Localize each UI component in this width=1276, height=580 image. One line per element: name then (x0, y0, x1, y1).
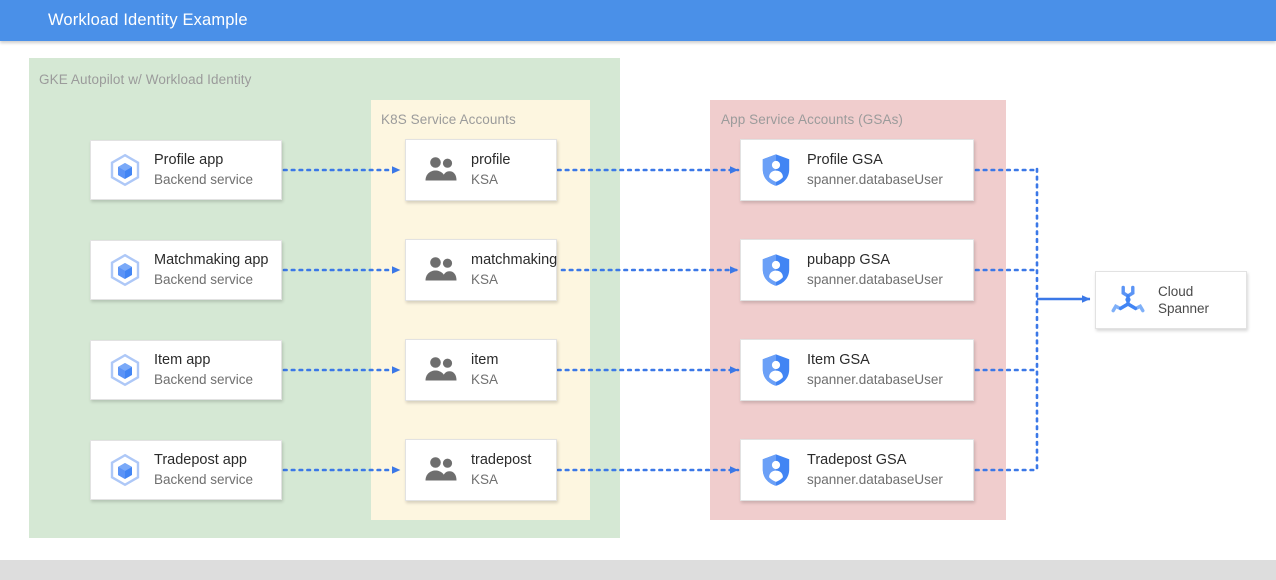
card-subtitle: spanner.databaseUser (807, 372, 943, 387)
card-subtitle: Spanner (1158, 301, 1210, 316)
card-ksa-item[interactable]: item KSA (405, 339, 557, 401)
card-gsa-pubapp[interactable]: pubapp GSA spanner.databaseUser (740, 239, 974, 301)
card-ksa-tradepost-text: tradepost KSA (462, 451, 556, 489)
card-ksa-profile[interactable]: profile KSA (405, 139, 557, 201)
card-subtitle: Backend service (154, 372, 254, 387)
card-title: profile (471, 152, 511, 168)
card-gsa-profile-text: Profile GSA spanner.databaseUser (797, 151, 973, 189)
card-gsa-profile[interactable]: Profile GSA spanner.databaseUser (740, 139, 974, 201)
card-gsa-item[interactable]: Item GSA spanner.databaseUser (740, 339, 974, 401)
people-icon (420, 349, 462, 391)
page-title: Workload Identity Example (48, 11, 248, 29)
group-k8s-service-accounts-label: K8S Service Accounts (381, 112, 516, 127)
cloud-spanner-icon (1106, 278, 1150, 322)
card-title: Item app (154, 352, 211, 368)
card-gsa-pubapp-text: pubapp GSA spanner.databaseUser (797, 251, 973, 289)
card-title: Item GSA (807, 352, 870, 368)
card-ksa-item-text: item KSA (462, 351, 556, 389)
iam-shield-icon (755, 149, 797, 191)
card-app-tradepost[interactable]: Tradepost app Backend service (90, 440, 282, 500)
footer-band (0, 560, 1276, 580)
group-app-service-accounts-label: App Service Accounts (GSAs) (721, 112, 904, 127)
card-ksa-profile-text: profile KSA (462, 151, 556, 189)
card-title: pubapp GSA (807, 252, 891, 268)
card-subtitle: KSA (471, 372, 499, 387)
card-cloud-spanner[interactable]: Cloud Spanner (1095, 271, 1247, 329)
gke-pod-icon (103, 148, 147, 192)
card-app-tradepost-text: Tradepost app Backend service (147, 451, 281, 489)
gke-pod-icon (103, 348, 147, 392)
card-subtitle: KSA (471, 172, 499, 187)
card-title: tradepost (471, 452, 532, 468)
app-titlebar: Workload Identity Example (0, 0, 1276, 41)
card-subtitle: Backend service (154, 172, 254, 187)
card-subtitle: KSA (471, 272, 499, 287)
group-gke-cluster-label: GKE Autopilot w/ Workload Identity (39, 72, 252, 87)
card-subtitle: spanner.databaseUser (807, 172, 943, 187)
card-title: item (471, 352, 499, 368)
card-ksa-tradepost[interactable]: tradepost KSA (405, 439, 557, 501)
card-gsa-item-text: Item GSA spanner.databaseUser (797, 351, 973, 389)
people-icon (420, 249, 462, 291)
card-title: Profile app (154, 152, 224, 168)
people-icon (420, 449, 462, 491)
gke-pod-icon (103, 248, 147, 292)
gke-pod-icon (103, 448, 147, 492)
card-title: Profile GSA (807, 152, 883, 168)
card-subtitle: KSA (471, 472, 499, 487)
card-app-profile[interactable]: Profile app Backend service (90, 140, 282, 200)
card-app-item[interactable]: Item app Backend service (90, 340, 282, 400)
card-ksa-matchmaking[interactable]: matchmaking KSA (405, 239, 557, 301)
people-icon (420, 149, 462, 191)
card-subtitle: Backend service (154, 472, 254, 487)
card-subtitle: spanner.databaseUser (807, 472, 943, 487)
card-app-item-text: Item app Backend service (147, 351, 281, 389)
card-cloud-spanner-text: Cloud Spanner (1150, 283, 1246, 317)
card-subtitle: Backend service (154, 272, 254, 287)
card-title: matchmaking (471, 252, 558, 268)
card-title: Matchmaking app (154, 252, 269, 268)
card-title: Tradepost GSA (807, 452, 907, 468)
iam-shield-icon (755, 449, 797, 491)
card-app-matchmaking-text: Matchmaking app Backend service (147, 251, 281, 289)
card-title: Tradepost app (154, 452, 247, 468)
iam-shield-icon (755, 349, 797, 391)
card-ksa-matchmaking-text: matchmaking KSA (462, 251, 558, 289)
card-gsa-tradepost-text: Tradepost GSA spanner.databaseUser (797, 451, 973, 489)
card-app-matchmaking[interactable]: Matchmaking app Backend service (90, 240, 282, 300)
card-title: Cloud (1158, 284, 1194, 299)
card-gsa-tradepost[interactable]: Tradepost GSA spanner.databaseUser (740, 439, 974, 501)
card-app-profile-text: Profile app Backend service (147, 151, 281, 189)
iam-shield-icon (755, 249, 797, 291)
card-subtitle: spanner.databaseUser (807, 272, 943, 287)
